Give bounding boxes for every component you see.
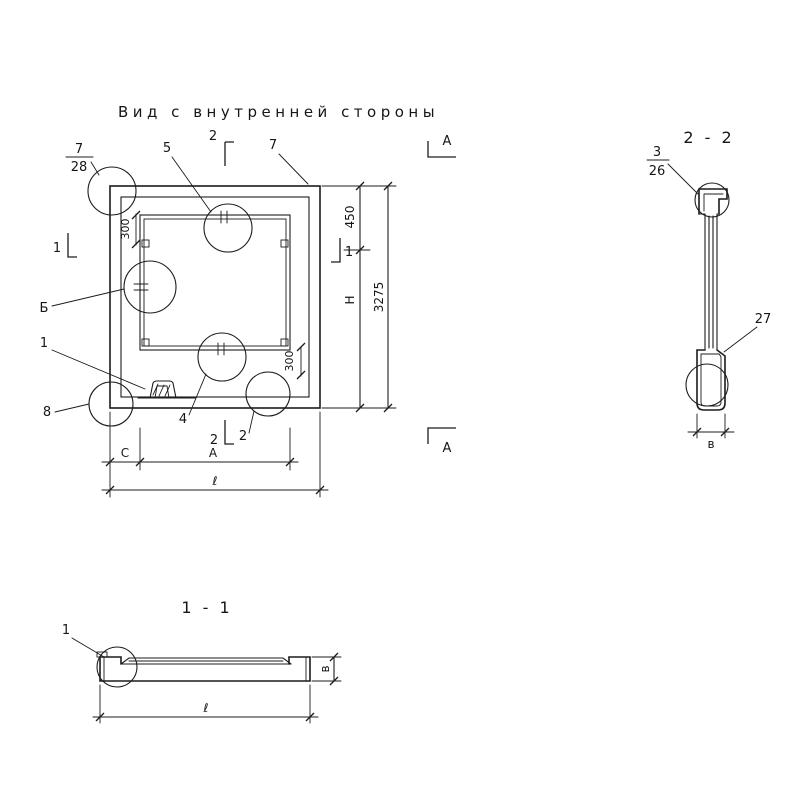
callout-8: 8: [43, 405, 51, 420]
dim-A: А: [209, 446, 218, 460]
plan-300-dimensions: 300 300: [119, 210, 306, 380]
section-mark-a-top: А: [443, 134, 452, 149]
fastener-mark: [141, 239, 150, 248]
callout-5: 5: [163, 141, 171, 156]
joint-mark-top: [220, 210, 228, 224]
detail-balloon-circle: [203, 203, 253, 253]
detail-balloon-circle: [685, 363, 729, 407]
detail-balloon-circle: [96, 646, 138, 688]
plan-bottom-dimensions: С А ℓ: [101, 411, 329, 498]
section-mark-1-right: 1: [345, 245, 353, 260]
fastener-mark: [141, 338, 150, 347]
section-2-2-title: 2 - 2: [683, 128, 734, 147]
section-mark-2-top: 2: [209, 129, 217, 144]
dim-L: ℓ: [212, 474, 218, 488]
detail-balloon-circle: [245, 371, 291, 417]
callout-2: 2: [239, 429, 247, 444]
detail-balloon-circle: [694, 182, 730, 218]
fastener-mark: [280, 239, 289, 248]
section-mark-2-bottom: 2: [210, 433, 218, 448]
plan-callouts: 7 28 5 7 Б 1 8 4 2: [40, 138, 309, 444]
dim-b-2-2: в: [707, 437, 714, 451]
fastener-mark: [280, 338, 289, 347]
callout-7: 7: [269, 138, 277, 153]
section-1-1-profile: [96, 651, 311, 682]
callout-1: 1: [40, 336, 48, 351]
callout-27: 27: [755, 312, 772, 327]
detail-balloon-circle: [88, 381, 134, 427]
section-1-1: 1 - 1 1 ℓ в: [62, 598, 342, 724]
section-marks: 2 2 1 1 А А: [53, 129, 456, 456]
section-1-1-title: 1 - 1: [181, 598, 232, 617]
plan-right-dimensions: 450 Н 3275: [321, 181, 397, 413]
dim-450: 450: [343, 206, 357, 229]
dim-b-1-1: в: [318, 665, 332, 672]
dim-300-top: 300: [119, 219, 132, 240]
detail-balloons: [87, 166, 291, 427]
dim-L-1-1: ℓ: [203, 701, 209, 715]
detail-balloon-circle: [87, 166, 137, 216]
section-mark-a-bottom: А: [443, 441, 452, 456]
joint-mark-left: [133, 283, 149, 291]
dim-3275: 3275: [372, 282, 386, 313]
dim-H: Н: [343, 295, 357, 304]
joint-mark-bottom: [217, 342, 225, 356]
callout-1-section: 1: [62, 623, 70, 638]
callout-4: 4: [179, 412, 187, 427]
plan-view-outlines: [109, 185, 321, 409]
callout-28-den: 28: [71, 160, 88, 175]
section-mark-1-left: 1: [53, 241, 61, 256]
callout-b: Б: [40, 301, 49, 316]
section-2-2-profile: [696, 188, 728, 411]
dim-C: С: [121, 446, 129, 460]
callout-3-num: 3: [653, 145, 661, 160]
bracket-detail: [137, 380, 197, 399]
callout-7-num: 7: [75, 142, 83, 157]
dim-300-bottom: 300: [283, 351, 296, 372]
detail-balloon-circle: [123, 260, 177, 314]
section-2-2: 2 - 2 3 26 27 в: [646, 128, 772, 451]
detail-balloon-circle: [197, 332, 247, 382]
drawing-title: Вид с внутренней стороны: [118, 103, 439, 121]
callout-26-den: 26: [649, 164, 666, 179]
